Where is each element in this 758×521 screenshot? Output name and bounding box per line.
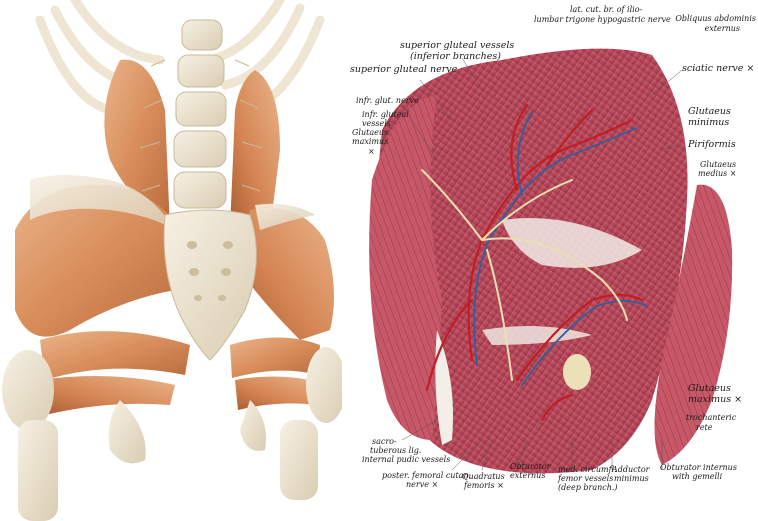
lumbar-spine xyxy=(139,19,263,209)
ischial-tuberosity xyxy=(563,354,591,390)
right-iliac-crest xyxy=(255,203,315,230)
label-glut-med-1: Glutaeus xyxy=(700,160,737,169)
right-femur-head xyxy=(306,347,342,423)
gluteal-muscle-mass xyxy=(376,48,688,474)
label-glut-min-1: Glutaeus xyxy=(688,106,731,117)
piriformis-tendon xyxy=(502,218,642,268)
label-obturator-ext-2: externus xyxy=(510,471,546,480)
gluteal-arteries xyxy=(425,103,644,422)
label-post-fem-2: nerve × xyxy=(406,480,439,489)
deep-hip-rotators xyxy=(40,331,320,415)
label-trochanteric-1: trochanteric xyxy=(686,413,737,422)
gluteal-veins xyxy=(473,111,648,386)
label-inferior-branches: (inferior branches) xyxy=(410,51,501,62)
label-piriformis: Piriformis xyxy=(688,139,736,150)
label-post-fem-1: poster. femoral cutan. xyxy=(382,471,472,480)
right-lumbar-muscle xyxy=(230,70,280,230)
left-ischium xyxy=(108,400,146,464)
label-med-circ-1: med. circumfl. xyxy=(558,465,617,474)
label-infr-glut-vessels-2: vessels xyxy=(362,119,391,128)
sacrum xyxy=(163,209,257,361)
gluteal-illustration xyxy=(369,48,733,474)
label-glut-max-right-2: maximus × xyxy=(688,394,743,405)
obturator-tendon xyxy=(482,326,592,345)
right-ischium xyxy=(240,400,266,451)
gluteus-maximus-right-flap xyxy=(654,184,733,465)
label-sacrotub-3: internal pudic vessels xyxy=(362,455,451,464)
label-glut-max-right-1: Glutaeus xyxy=(688,383,731,394)
label-adductor-2: minimus xyxy=(614,474,649,483)
label-obturator-ext-1: Obturator xyxy=(510,462,551,471)
label-glut-max-left-1: Glutaeus xyxy=(352,128,389,137)
label-obliquus: Obliquus abdominis xyxy=(675,14,756,23)
label-glut-min-2: minimus xyxy=(688,117,730,128)
label-trochanteric-2: rete xyxy=(696,423,713,432)
label-lat-cut: lat. cut. br. of ilio- xyxy=(570,5,643,14)
label-infr-glut-vessels-1: infr. gluteal xyxy=(362,110,409,119)
label-med-circ-2: femor vessels xyxy=(558,474,614,483)
pelvis-3d-illustration xyxy=(2,0,342,521)
label-infr-glut-nerve: infr. glut. nerve xyxy=(356,96,419,105)
sacral-foramina xyxy=(187,241,233,301)
left-femur xyxy=(18,420,58,521)
label-sacrotub-1: sacro- xyxy=(372,437,397,446)
sacrotuberous-ligament xyxy=(435,330,453,445)
label-obturator-int-2: with gemelli xyxy=(672,472,723,481)
right-femur xyxy=(280,420,318,500)
label-glut-max-left-3: × xyxy=(368,147,375,156)
label-glut-med-2: medius × xyxy=(698,169,737,178)
rib-cage xyxy=(35,0,325,115)
label-quadratus-1: Quadratus xyxy=(462,472,505,481)
gluteal-anatomy-drawing: lat. cut. br. of ilio- lumbar trigone hy… xyxy=(342,0,758,521)
label-leader-lines xyxy=(401,57,683,471)
label-obturator-int-1: Obturator internus xyxy=(660,463,737,472)
label-sacrotub-2: tuberous lig. xyxy=(370,446,422,455)
gluteal-nerves xyxy=(421,169,628,381)
left-femur-head xyxy=(2,350,54,430)
label-glut-max-left-2: maximus xyxy=(352,137,389,146)
label-sup-glut-nerve: superior gluteal nerve xyxy=(350,64,458,75)
label-sup-glut-vessels: superior gluteal vessels xyxy=(400,40,515,51)
label-quadratus-2: femoris × xyxy=(464,481,504,490)
pelvis-3d-render xyxy=(0,0,342,521)
label-lumbar-trigone: lumbar trigone hypogastric nerve xyxy=(534,15,671,24)
right-gluteus xyxy=(240,208,334,340)
gluteus-maximus-left-flap xyxy=(369,95,442,440)
label-med-circ-3: (deep branch.) xyxy=(558,483,618,492)
label-sciatic: sciatic nerve × xyxy=(682,63,755,74)
left-gluteus xyxy=(15,184,185,337)
left-iliac-crest xyxy=(30,175,175,230)
label-externus-top: externus xyxy=(704,24,740,33)
label-adductor-1: Adductor xyxy=(612,465,650,474)
